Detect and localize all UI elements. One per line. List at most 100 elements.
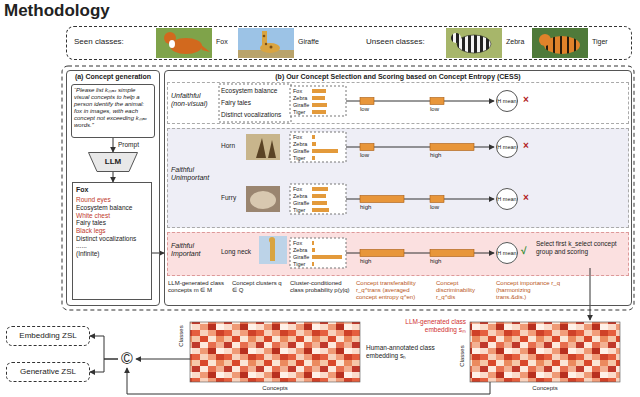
label-text: ×: [523, 140, 529, 152]
animal-image: Giraffe: [238, 28, 294, 58]
label-text: Concept discriminability r_q^dis: [436, 280, 492, 301]
connector: [90, 336, 118, 359]
label-text: Select first k_select concept group and …: [536, 240, 628, 255]
connector: [127, 368, 490, 394]
connector: [136, 359, 190, 360]
edge-label: Prompt: [117, 141, 140, 148]
label-text: Concept clusters q ∈ Q: [232, 280, 284, 294]
node-text: H mean: [496, 188, 518, 210]
label-text: low: [430, 204, 439, 211]
node-text: Fairy tales: [221, 99, 251, 107]
label-text: Classes: [459, 345, 466, 366]
connector: [152, 253, 164, 254]
label-text: Giraffe: [293, 254, 309, 260]
node-text: (Infinite): [76, 250, 148, 258]
node-text: Round eyes: [76, 196, 148, 204]
node-text: Generative ZSL: [6, 362, 90, 382]
node-text: Long neck: [221, 248, 251, 256]
label-text: Tiger: [293, 207, 305, 213]
label-text: Concepts: [262, 385, 287, 392]
node-text: ©: [118, 350, 136, 368]
node-text: Ecosystem balance: [76, 204, 148, 212]
page-title: Methodology: [4, 1, 110, 21]
node-text: Unseen classes:: [366, 37, 425, 46]
label-text: low: [430, 106, 439, 113]
node-text: (b) Our Concept Selection and Scoring ba…: [164, 73, 632, 81]
node-text: Tiger: [592, 38, 608, 46]
node-text: “Please list kₘₐₓ simple visual concepts…: [74, 87, 152, 129]
label-text: Zebra: [293, 247, 307, 253]
label-text: Concept importance r_q (harmonizing tran…: [496, 280, 562, 301]
label-text: Giraffe: [293, 148, 309, 154]
label-text: √: [521, 245, 527, 257]
panel: (b) Our Concept Selection and Scoring ba…: [164, 70, 632, 306]
label-text: ×: [523, 192, 529, 204]
label-text: Tiger: [293, 155, 305, 161]
label-text: ×: [523, 94, 529, 106]
llm-trapezoid-shape: [89, 153, 138, 172]
node-text: Embedding ZSL: [6, 326, 90, 346]
animal-image: Zebra: [446, 28, 502, 58]
heatmap: Human-annotated class embedding sₕ: [190, 322, 360, 382]
label-text: Giraffe: [293, 102, 309, 108]
node-text: (a) Concept generation: [66, 73, 160, 81]
concept-row: Unfaithful (non-visual) Ecosystem balance…: [167, 82, 629, 124]
connector: [90, 359, 118, 372]
hmean-circle: H mean: [496, 136, 518, 158]
label-text: Concepts: [532, 385, 557, 392]
label-text: Fox: [293, 134, 302, 140]
animal-image: Tiger: [532, 28, 588, 58]
node-text: Faithful Important: [171, 242, 217, 259]
node-text: H mean: [496, 136, 518, 158]
hmean-circle: H mean: [496, 90, 518, 112]
class-band: Seen classes: Unseen classes: Fox Giraffe Ze…: [66, 26, 632, 60]
label-text: Tiger: [293, 261, 305, 267]
node-text: Furry: [221, 194, 236, 202]
prompt-box: “Please list kₘₐₓ simple visual concepts…: [71, 84, 155, 138]
label-text: high: [360, 258, 371, 265]
panel: (a) Concept generation “Please list kₘₐₓ …: [66, 70, 160, 306]
label-text: Fox: [293, 88, 302, 94]
connector: [113, 138, 114, 152]
label-text: high: [430, 152, 441, 159]
zsl-box: Generative ZSL: [6, 362, 90, 382]
label-text: Concept transferability r_q^trans (avera…: [356, 280, 430, 301]
label-text: Zebra: [293, 141, 307, 147]
node-text: Human-annotated class embedding sₕ: [366, 344, 452, 359]
node-text: Fairy tales: [76, 219, 148, 227]
hmean-circle: H mean: [496, 242, 518, 264]
label-text: low: [360, 106, 369, 113]
animal-image: Fox: [156, 28, 212, 58]
zsl-box: Embedding ZSL: [6, 326, 90, 346]
label-text: Zebra: [293, 95, 307, 101]
label-text: high: [430, 258, 441, 265]
heatmap: LLM-generated class embedding sₘ: [470, 322, 620, 382]
label-text: high: [360, 204, 371, 211]
llm-block: LLM: [88, 152, 138, 172]
node-text: Seen classes:: [74, 37, 124, 46]
node-text: Fox: [216, 38, 228, 46]
concat-symbol: ©: [118, 350, 136, 368]
node-text: H mean: [496, 90, 518, 112]
label-text: Cluster-conditioned class probability p(…: [290, 280, 352, 294]
node-text: Distinct vocalizations: [76, 235, 148, 243]
label-text: low: [360, 152, 369, 159]
label-text: Fox: [293, 186, 302, 192]
node-text: Horn: [221, 142, 235, 150]
node-text: Giraffe: [298, 38, 319, 46]
node-text: Fox: [76, 186, 148, 194]
label-text: Tiger: [293, 109, 305, 115]
node-text: H mean: [496, 242, 518, 264]
node-text: Black legs: [76, 227, 148, 235]
concept-row: Faithful Unimportant HornFurry H mean H mea…: [167, 128, 629, 228]
concept-list: FoxRound eyesEcosystem balanceWhite ches…: [72, 182, 152, 300]
node-text: LLM-generated class embedding sₘ: [392, 318, 466, 333]
node-text: Ecosystem balance: [221, 87, 277, 95]
label-text: Fox: [293, 240, 302, 246]
node-text: White chest: [76, 212, 148, 220]
label-text: LLM-generated class concepts m ∈ M: [168, 280, 226, 294]
label-text: Giraffe: [293, 200, 309, 206]
node-text: Faithful Unimportant: [171, 166, 217, 183]
node-text: Unfaithful (non-visual): [171, 92, 217, 109]
